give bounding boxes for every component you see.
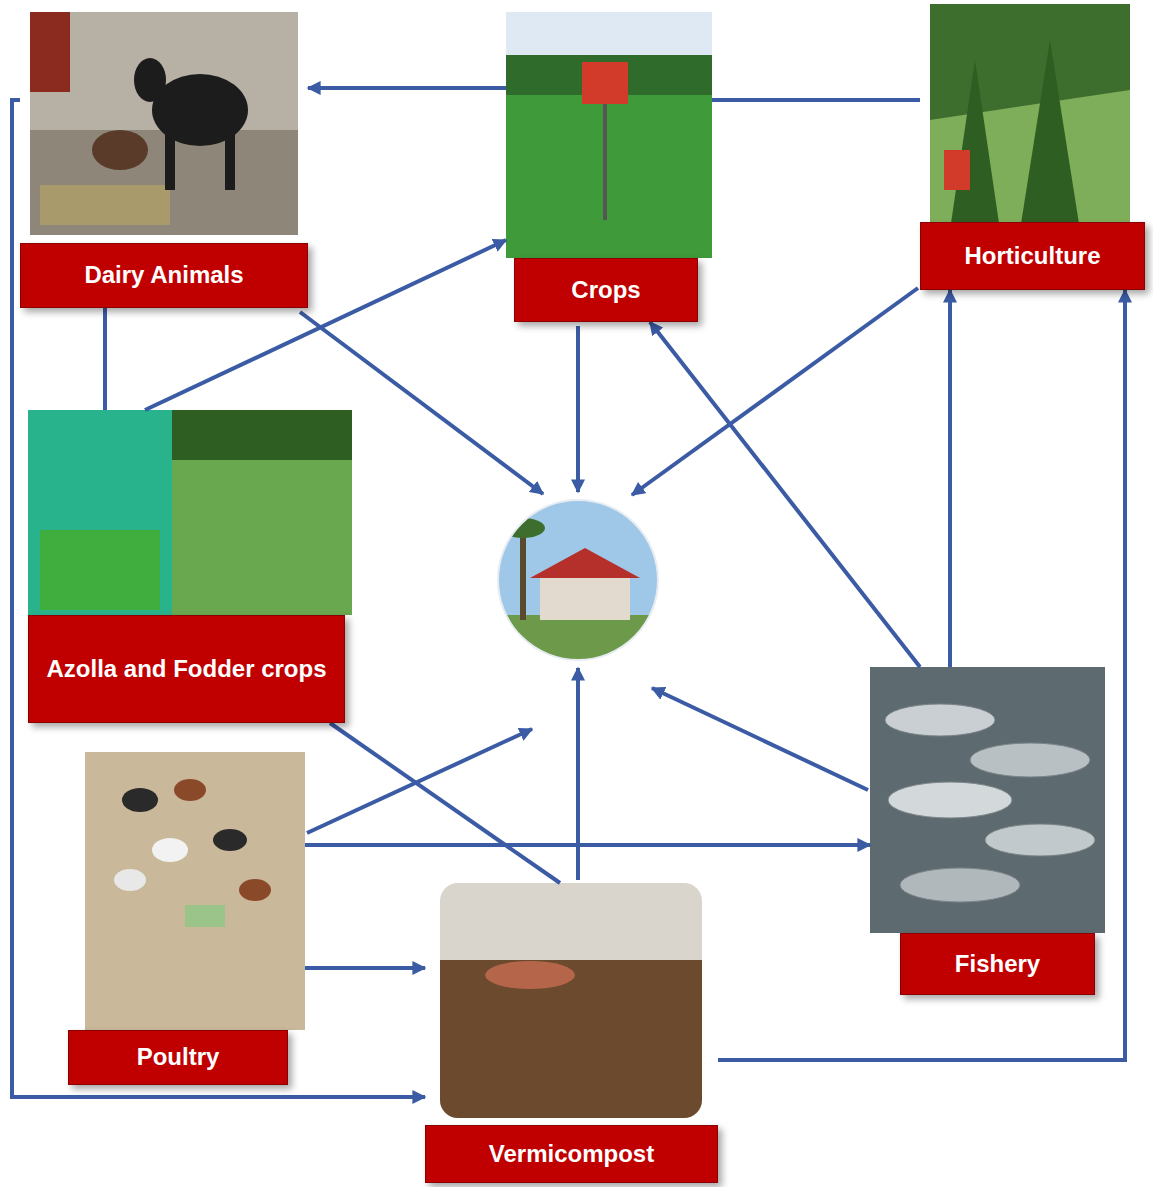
flow-to-house [300,288,918,880]
flow-connector [305,843,870,847]
hands [485,961,575,989]
sign-post [603,100,607,220]
vermicompost-photo [440,883,702,1118]
flow-connector [12,100,425,1097]
house-frame [498,500,658,660]
palm-trunk [520,530,526,620]
net [870,667,1105,933]
paddy-field [506,95,712,258]
farm-component: Poultry [68,752,305,1085]
flow-arrow [307,729,532,833]
flow-arrow [576,326,580,492]
sky [498,500,658,660]
cow-leg [225,130,235,190]
flow-connector [718,290,1125,1060]
chicken [152,838,188,862]
farm-component: Vermicompost [425,883,718,1183]
flow-connector [948,290,952,667]
barn-pillar [30,12,70,92]
farm-component: Fishery [870,667,1105,995]
fish [985,824,1095,856]
farm-component: Azolla and Fodder crops [28,410,352,723]
sign-board [944,150,970,190]
chicken [114,869,146,891]
flow-arrow [652,688,868,790]
greens [185,905,225,927]
flow-connector [308,86,506,90]
hay [40,185,170,225]
chicken [239,879,271,901]
orchard [930,4,1130,230]
cow-head [134,58,166,102]
component-label: Fishery [900,933,1095,995]
shade-net [28,410,172,615]
label-text: Dairy Animals [84,259,243,291]
dairy-photo [30,12,298,235]
component-label: Horticulture [920,222,1145,290]
chicken [122,788,158,812]
fish [885,704,995,736]
fish [900,868,1020,902]
label-text: Fishery [955,948,1040,980]
fodder-field [172,410,352,615]
fish [970,743,1090,777]
farm-house [498,500,658,660]
flow-connector [305,966,425,970]
shed-wall [440,883,702,1118]
house-roof [530,548,640,578]
farm-component: Crops [506,12,712,322]
canopy [930,4,1130,120]
cow-leg [165,130,175,190]
fishery-photo [870,667,1105,933]
component-label: Dairy Animals [20,243,308,308]
label-text: Poultry [137,1041,220,1073]
flow-connector [650,322,920,667]
azolla-photo [28,410,352,615]
farm-component: Dairy Animals [20,12,308,308]
flow-connector [712,98,920,102]
label-text: Horticulture [964,240,1100,272]
sky [506,12,712,258]
farm-component: Horticulture [920,4,1145,290]
flow-connector [103,308,107,410]
azolla-pond [40,530,160,610]
fish [888,782,1012,818]
house-wall [540,575,630,620]
trees [172,410,352,460]
barn-wall [30,12,298,235]
litter-floor [85,752,305,1030]
chicken [174,779,206,801]
compost-bed [440,960,702,1118]
crops-photo [506,12,712,258]
component-label: Crops [514,258,698,322]
flow-arrow [300,312,543,494]
component-label: Vermicompost [425,1125,718,1183]
label-text: Vermicompost [489,1138,654,1170]
horticulture-photo [930,4,1130,230]
flow-arrow [576,668,580,880]
component-label: Poultry [68,1030,288,1085]
banana-plants [950,40,1080,230]
barn-floor [30,130,298,235]
poultry-photo [85,752,305,1030]
label-text: Crops [571,274,640,306]
sign-board [582,62,628,104]
calf [92,130,148,170]
component-label: Azolla and Fodder crops [28,615,345,723]
label-text: Azolla and Fodder crops [46,653,326,685]
chicken [213,829,247,851]
flow-connector [330,723,560,883]
